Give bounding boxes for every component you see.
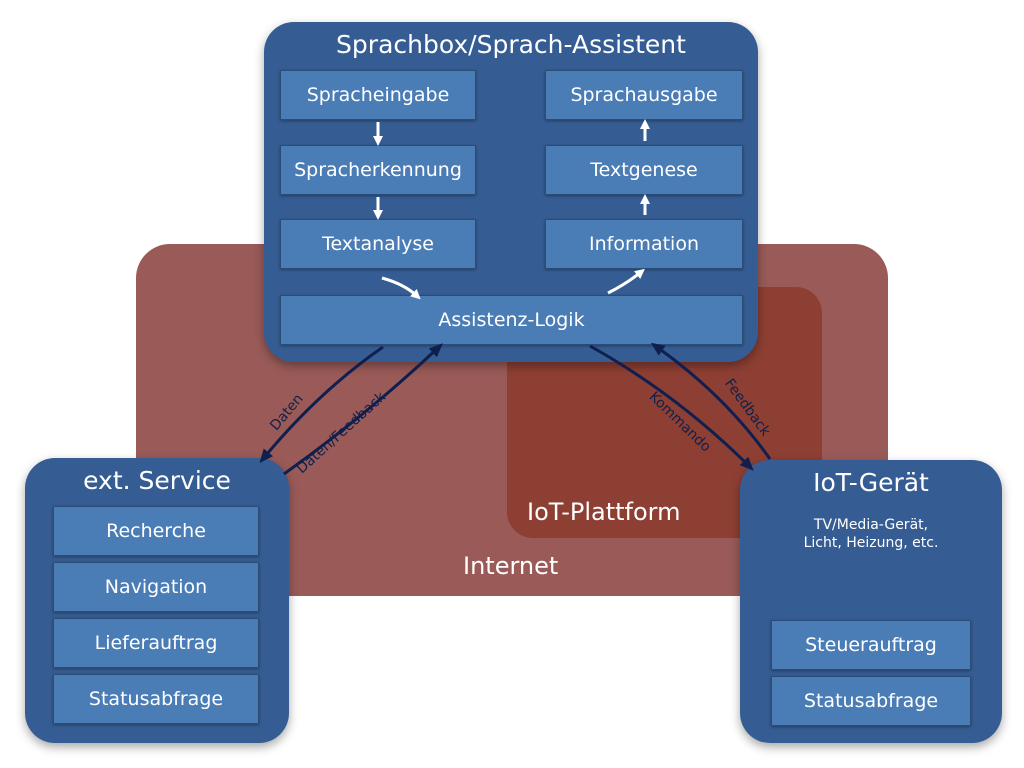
arrow-feedback: [650, 342, 772, 460]
arrow-kommando: [589, 344, 754, 471]
sprachausgabe-box: Sprachausgabe: [545, 70, 743, 120]
arrow-textanalyse-logik: [381, 276, 421, 300]
arrow-logik-information: [607, 268, 645, 295]
iot-platform-label: IoT-Plattform: [527, 498, 681, 526]
spracheingabe-box: Spracheingabe: [280, 70, 476, 120]
navigation-box: Navigation: [53, 562, 259, 612]
arrow-daten: [259, 345, 384, 464]
ext-statusabfrage-box: Statusabfrage: [53, 674, 259, 724]
arrow-daten-feedback: [283, 343, 443, 476]
textanalyse-box: Textanalyse: [280, 219, 476, 269]
iot-statusabfrage-box: Statusabfrage: [771, 676, 971, 726]
assistenz-logik-box: Assistenz-Logik: [280, 295, 743, 345]
sprachbox-title: Sprachbox/Sprach-Assistent: [336, 30, 686, 59]
information-box: Information: [545, 219, 743, 269]
lieferauftrag-box: Lieferauftrag: [53, 618, 259, 668]
ext-service-title: ext. Service: [83, 466, 231, 495]
label-daten: Daten: [267, 391, 306, 434]
spracherkennung-box: Spracherkennung: [280, 145, 476, 195]
iot-device-title: IoT-Gerät: [813, 468, 929, 497]
recherche-box: Recherche: [53, 506, 259, 556]
label-daten-feedback: Daten/Feedback: [294, 388, 390, 477]
internet-label: Internet: [463, 552, 559, 580]
iot-device-description: TV/Media-Gerät, Licht, Heizung, etc.: [803, 517, 939, 551]
label-kommando: Kommando: [646, 389, 714, 456]
textgenese-box: Textgenese: [545, 145, 743, 195]
steuerauftrag-box: Steuerauftrag: [771, 620, 971, 670]
